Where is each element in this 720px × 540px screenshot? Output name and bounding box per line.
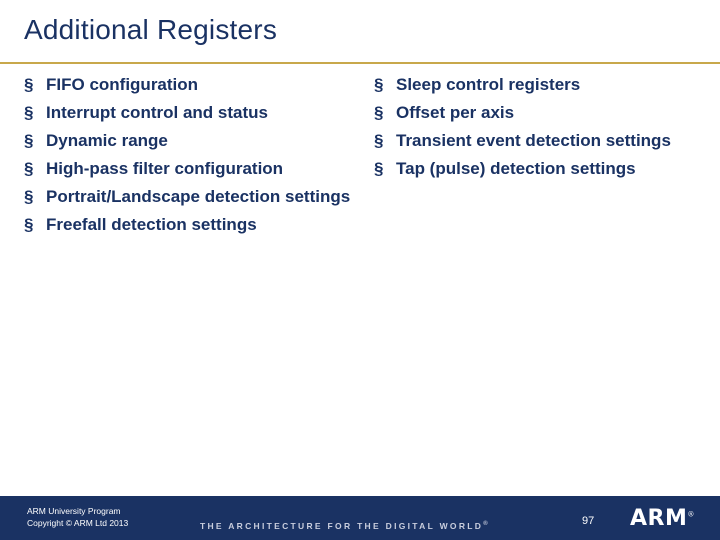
list-item-label: Tap (pulse) detection settings xyxy=(396,159,636,178)
list-item-label: Transient event detection settings xyxy=(396,131,671,150)
bullet-marker-icon: § xyxy=(24,215,34,234)
footer-copyright-line1: ARM University Program xyxy=(27,506,121,516)
bullet-column-right: § Sleep control registers § Offset per a… xyxy=(374,74,704,186)
list-item-label: Sleep control registers xyxy=(396,75,581,94)
arm-logo: ARM® xyxy=(630,506,694,531)
bullet-marker-icon: § xyxy=(24,187,34,206)
bullet-marker-icon: § xyxy=(24,103,34,122)
arm-logo-registered-icon: ® xyxy=(687,510,695,519)
list-item: § Dynamic range xyxy=(24,130,374,151)
bullet-marker-icon: § xyxy=(374,159,384,178)
bullet-marker-icon: § xyxy=(24,131,34,150)
arm-logo-text: ARM xyxy=(630,506,688,531)
list-item: § Freefall detection settings xyxy=(24,214,374,235)
list-item-label: Freefall detection settings xyxy=(46,215,257,234)
footer-tagline: THE ARCHITECTURE FOR THE DIGITAL WORLD® xyxy=(200,521,488,531)
list-item: § High-pass filter configuration xyxy=(24,158,374,179)
bullet-marker-icon: § xyxy=(374,75,384,94)
page-title: Additional Registers xyxy=(24,14,278,45)
list-item: § Interrupt control and status xyxy=(24,102,374,123)
list-item-label: Interrupt control and status xyxy=(46,103,268,122)
list-item-label: Offset per axis xyxy=(396,103,515,122)
footer-copyright: ARM University Program Copyright © ARM L… xyxy=(27,505,128,529)
list-item-label: FIFO configuration xyxy=(46,75,199,94)
bullet-marker-icon: § xyxy=(374,131,384,150)
bullet-column-left: § FIFO configuration § Interrupt control… xyxy=(24,74,374,242)
list-item-label: Dynamic range xyxy=(46,131,168,150)
bullet-marker-icon: § xyxy=(374,103,384,122)
list-item: § Portrait/Landscape detection settings xyxy=(24,186,374,207)
footer-copyright-line2: Copyright © ARM Ltd 2013 xyxy=(27,518,129,528)
list-item-label: High-pass filter configuration xyxy=(46,159,284,178)
list-item: § Tap (pulse) detection settings xyxy=(374,158,704,179)
footer-tagline-registered-icon: ® xyxy=(483,521,488,528)
footer-tagline-text: THE ARCHITECTURE FOR THE DIGITAL WORLD xyxy=(200,521,484,531)
bullet-marker-icon: § xyxy=(24,75,34,94)
page-number: 97 xyxy=(582,515,595,527)
bullet-marker-icon: § xyxy=(24,159,34,178)
footer-bar xyxy=(0,496,720,540)
title-divider xyxy=(0,62,720,64)
list-item-label: Portrait/Landscape detection settings xyxy=(46,187,351,206)
list-item: § Transient event detection settings xyxy=(374,130,704,151)
list-item: § FIFO configuration xyxy=(24,74,374,95)
list-item: § Offset per axis xyxy=(374,102,704,123)
list-item: § Sleep control registers xyxy=(374,74,704,95)
